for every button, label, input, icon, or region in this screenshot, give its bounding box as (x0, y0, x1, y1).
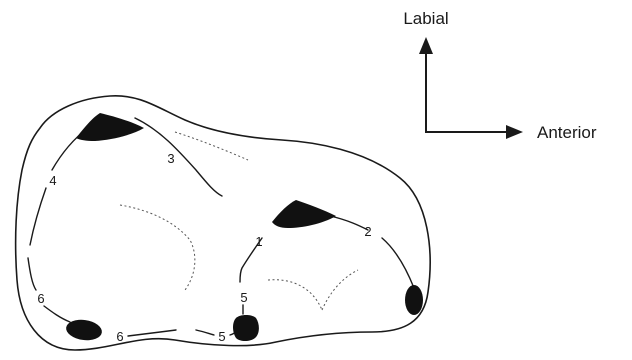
crest-6-diagonal (44, 306, 70, 322)
label-crest-3: 3 (167, 151, 174, 166)
label-crest-5-lower: 5 (218, 329, 225, 344)
crest-6-vertical (28, 258, 36, 290)
groove-central-left (120, 205, 195, 290)
orientation-indicator: Labial Anterior (403, 9, 597, 142)
label-crest-4: 4 (49, 173, 56, 188)
label-crest-1: 1 (255, 234, 262, 249)
groove-mesial-fossa (268, 280, 322, 310)
crest-2-upper (330, 216, 368, 230)
cusp-lingual-center (233, 315, 259, 341)
cusp-distolingual (65, 318, 103, 343)
labial-label: Labial (403, 9, 448, 28)
crest-6-bottom (128, 330, 176, 336)
cusp-mesiobuccal (272, 200, 336, 228)
tooth-outline (16, 96, 430, 350)
crests (28, 118, 414, 336)
label-crest-2: 2 (364, 224, 371, 239)
label-crest-6-lower: 6 (116, 329, 123, 344)
labial-arrowhead (419, 37, 433, 54)
anterior-arrowhead (506, 125, 523, 139)
groove-mesial-right (322, 270, 358, 310)
crest-3-line (135, 118, 222, 196)
cusp-distobuccal (76, 113, 144, 141)
anterior-label: Anterior (537, 123, 597, 142)
label-crest-6-left: 6 (37, 291, 44, 306)
crest-2-lower (382, 238, 414, 288)
label-crest-5-vertical: 5 (240, 290, 247, 305)
crest-4-lower (30, 188, 46, 245)
crest-5-bottom-left (196, 330, 214, 335)
groove-upper (175, 132, 248, 160)
cusp-mesiolingual (405, 285, 423, 315)
